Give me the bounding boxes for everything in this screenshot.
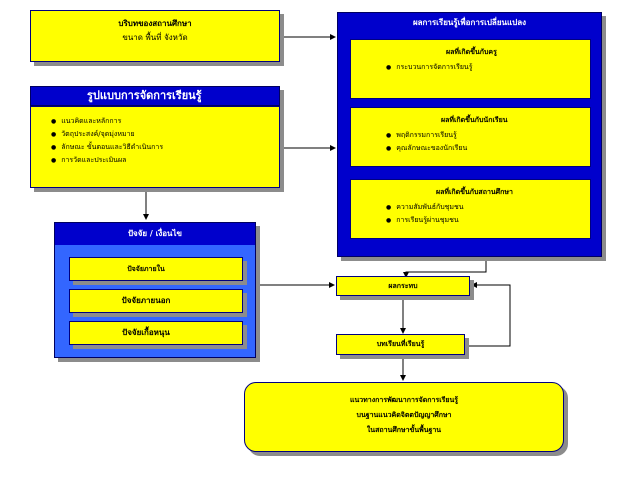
model-header: รูปแบบการจัดการเรียนรู้ bbox=[30, 86, 280, 106]
model-item: การวัดและประเมินผล bbox=[51, 154, 279, 167]
outcome-group-items: ความสัมพันธ์กับชุมชน การเรียนรู้ผ่านชุมช… bbox=[386, 201, 590, 227]
outcome-group-school: ผลที่เกิดขึ้นกับสถานศึกษา ความสัมพันธ์กั… bbox=[350, 179, 591, 239]
factor-label: ปัจจัยเกื้อหนุน bbox=[122, 328, 170, 337]
outcome-group-student: ผลที่เกิดขึ้นกับนักเรียน พฤติกรรมการเรีย… bbox=[350, 107, 591, 167]
factor-external: ปัจจัยภายนอก bbox=[69, 289, 243, 313]
context-title: บริบทของสถานศึกษา bbox=[118, 19, 192, 28]
guidelines-line: บนฐานแนวคิดจิตตปัญญาศึกษา bbox=[356, 411, 452, 419]
model-item: ลักษณะ ขั้นตอนและวิธีดำเนินการ bbox=[51, 141, 279, 154]
impact-box: ผลกระทบ bbox=[336, 276, 470, 296]
model-item: วัตถุประสงค์/จุดมุ่งหมาย bbox=[51, 128, 279, 141]
model-items: แนวคิดและหลักการ วัตถุประสงค์/จุดมุ่งหมา… bbox=[51, 115, 279, 167]
factors-header: ปัจจัย / เงื่อนไข bbox=[55, 223, 255, 245]
factors-panel: ปัจจัย / เงื่อนไข ปัจจัยภายใน ปัจจัยภายน… bbox=[54, 222, 256, 358]
arrow-lessons-loop-to-impact bbox=[465, 282, 511, 347]
outcome-item: คุณลักษณะของนักเรียน bbox=[386, 142, 590, 155]
lessons-box: บทเรียนที่เรียนรู้ bbox=[336, 334, 465, 355]
outcomes-panel: ผลการเรียนรู้เพื่อการเปลี่ยนแปลง ผลที่เก… bbox=[337, 12, 602, 257]
outcome-group-title: ผลที่เกิดขึ้นกับนักเรียน bbox=[441, 116, 508, 124]
outcome-group-title: ผลที่เกิดขึ้นกับสถานศึกษา bbox=[436, 188, 513, 196]
factor-supporting: ปัจจัยเกื้อหนุน bbox=[69, 321, 243, 345]
arrow-outcomes-to-impact bbox=[403, 258, 487, 278]
context-subtitle: ขนาด พื้นที่ จังหวัด bbox=[122, 33, 188, 42]
outcome-group-items: กระบวนการจัดการเรียนรู้ bbox=[386, 61, 590, 74]
factor-internal: ปัจจัยภายใน bbox=[69, 257, 243, 281]
outcome-item: กระบวนการจัดการเรียนรู้ bbox=[386, 61, 590, 74]
outcome-group-title: ผลที่เกิดขึ้นกับครู bbox=[446, 48, 497, 56]
guidelines-box: แนวทางการพัฒนาการจัดการเรียนรู้ บนฐานแนว… bbox=[244, 382, 564, 452]
outcome-item: ความสัมพันธ์กับชุมชน bbox=[386, 201, 590, 214]
factor-label: ปัจจัยภายใน bbox=[127, 265, 165, 273]
outcomes-header: ผลการเรียนรู้เพื่อการเปลี่ยนแปลง bbox=[412, 18, 527, 27]
outcome-item: การเรียนรู้ผ่านชุมชน bbox=[386, 214, 590, 227]
impact-label: ผลกระทบ bbox=[388, 282, 418, 290]
outcome-group-items: พฤติกรรมการเรียนรู้ คุณลักษณะของนักเรียน bbox=[386, 129, 590, 155]
context-box: บริบทของสถานศึกษา ขนาด พื้นที่ จังหวัด bbox=[30, 10, 280, 62]
model-item: แนวคิดและหลักการ bbox=[51, 115, 279, 128]
model-header-label: รูปแบบการจัดการเรียนรู้ bbox=[87, 89, 202, 102]
model-box: แนวคิดและหลักการ วัตถุประสงค์/จุดมุ่งหมา… bbox=[30, 106, 280, 188]
outcome-item: พฤติกรรมการเรียนรู้ bbox=[386, 129, 590, 142]
guidelines-line: แนวทางการพัฒนาการจัดการเรียนรู้ bbox=[349, 396, 459, 404]
lessons-label: บทเรียนที่เรียนรู้ bbox=[376, 340, 425, 348]
factor-label: ปัจจัยภายนอก bbox=[121, 296, 171, 305]
guidelines-line: ในสถานศึกษาขั้นพื้นฐาน bbox=[366, 426, 442, 434]
factors-header-label: ปัจจัย / เงื่อนไข bbox=[127, 229, 183, 238]
outcome-group-teacher: ผลที่เกิดขึ้นกับครู กระบวนการจัดการเรียน… bbox=[350, 39, 591, 99]
